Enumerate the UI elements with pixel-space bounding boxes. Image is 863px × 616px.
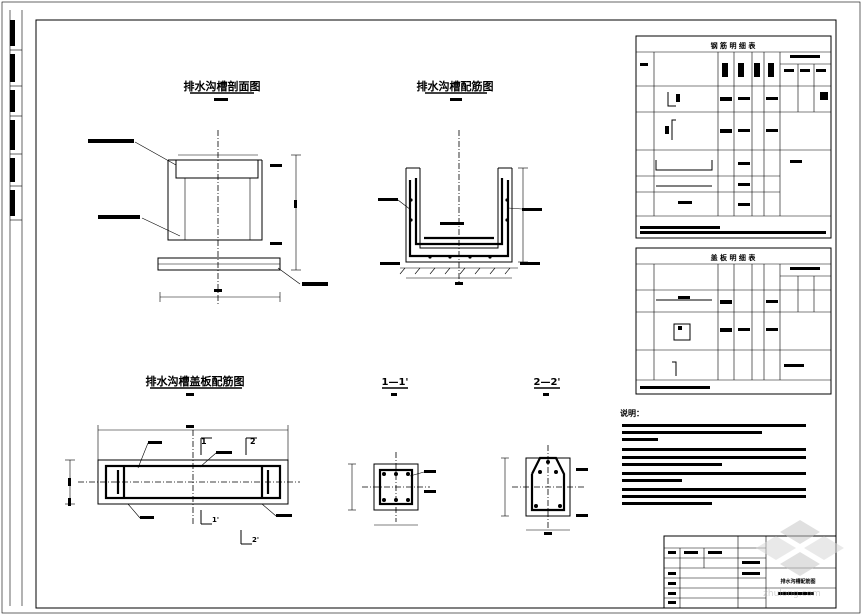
section-a-title: 1—1' (382, 377, 409, 388)
inner-border (35, 19, 837, 609)
binding-strip (9, 10, 23, 606)
trench-rebar-view: 排水沟槽配筋图 (378, 79, 542, 285)
drawing-name: 排水沟槽配筋图 (780, 578, 815, 585)
watermark-text: zhulong.com (763, 589, 821, 599)
cover-table-title: 盖 板 明 细 表 (711, 253, 757, 262)
section-title-1: 排水沟槽剖面图 (184, 79, 261, 93)
cut-mark-1b: 1' (212, 516, 219, 524)
section-1-view: 1—1' (348, 377, 436, 526)
rebar-schedule-table: 钢 筋 明 细 表 (635, 35, 832, 239)
notes-title: 说明： (620, 408, 644, 418)
cover-plate-view: 排水沟槽盖板配筋图 1 2 1' 2' (65, 374, 300, 545)
section-b-title: 2—2' (534, 377, 561, 388)
cut-mark-2b: 2' (252, 536, 259, 544)
cut-mark-1: 1 (201, 437, 207, 446)
section-2-view: 2—2' (501, 377, 588, 535)
section-title-2: 排水沟槽配筋图 (417, 79, 494, 93)
watermark-logo: zhulong.com (756, 520, 844, 599)
rebar-table-title: 钢 筋 明 细 表 (711, 41, 757, 50)
section-title-3: 排水沟槽盖板配筋图 (146, 374, 245, 388)
cut-mark-2: 2 (250, 437, 256, 446)
trench-section-view: 排水沟槽剖面图 (88, 79, 328, 305)
cover-schedule-table: 盖 板 明 细 表 (635, 247, 832, 395)
notes-block: 说明： (620, 408, 806, 505)
